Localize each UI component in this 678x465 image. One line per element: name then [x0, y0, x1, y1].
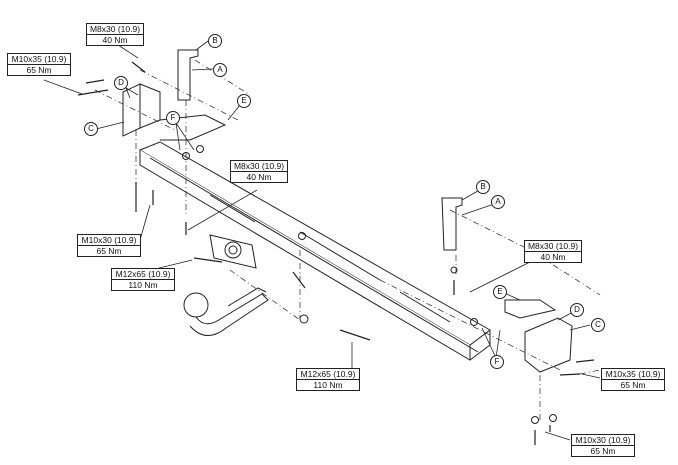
spec-m10x30-left: M10x30 (10.9) 65 Nm — [77, 234, 141, 257]
callout-b-right: B — [476, 180, 490, 194]
callout-e-right: E — [493, 285, 507, 299]
callout-c-right: C — [591, 318, 605, 332]
assembly-guide-lines — [94, 59, 601, 420]
spec-m12-bottom: M12x65 (10.9) 110 Nm — [296, 368, 360, 391]
bolt-size: M10x35 (10.9) — [8, 54, 70, 65]
torque: 65 Nm — [590, 446, 616, 456]
crossbar — [138, 141, 491, 361]
bolt-size: M12x65 (10.9) — [297, 369, 359, 380]
spec-m8-top: M8x30 (10.9) 40 Nm — [86, 23, 144, 46]
spec-m10x35-right: M10x35 (10.9) 65 Nm — [601, 368, 665, 391]
torque: 65 Nm — [26, 65, 52, 75]
spec-m12-left: M12x65 (10.9) 110 Nm — [111, 268, 175, 291]
tow-ball — [183, 287, 269, 336]
right-side-plate — [504, 299, 573, 373]
torque: 110 Nm — [128, 280, 158, 290]
callout-d-left: D — [114, 76, 128, 90]
bolt-size: M8x30 (10.9) — [525, 241, 581, 252]
spec-m10x35-left: M10x35 (10.9) 65 Nm — [7, 53, 71, 76]
torque: 65 Nm — [620, 380, 646, 390]
bolt-size: M10x35 (10.9) — [602, 369, 664, 380]
spec-m10x30-right: M10x30 (10.9) 65 Nm — [571, 434, 635, 457]
bolt-size: M10x30 (10.9) — [572, 435, 634, 446]
callout-a-right: A — [491, 195, 505, 209]
callout-f-right: F — [490, 355, 504, 369]
callout-c-left: C — [84, 122, 98, 136]
torque: 65 Nm — [96, 246, 122, 256]
torque: 110 Nm — [313, 380, 343, 390]
torque: 40 Nm — [540, 252, 566, 262]
torque: 40 Nm — [102, 35, 128, 45]
bolt-size: M8x30 (10.9) — [231, 161, 287, 172]
right-bracket — [441, 197, 463, 251]
callout-a-top: A — [213, 63, 227, 77]
socket-plate — [209, 234, 257, 269]
spec-m8-mid: M8x30 (10.9) 40 Nm — [230, 160, 288, 183]
callout-b-top: B — [208, 34, 222, 48]
callout-e-left: E — [237, 94, 251, 108]
callout-f-left: F — [166, 111, 180, 125]
bolt-size: M10x30 (10.9) — [78, 235, 140, 246]
bolt-size: M8x30 (10.9) — [87, 24, 143, 35]
nuts — [182, 145, 557, 424]
top-bracket — [177, 49, 199, 101]
callout-d-right: D — [570, 303, 584, 317]
spec-m8-right: M8x30 (10.9) 40 Nm — [524, 240, 582, 263]
spec-leader-lines — [43, 42, 601, 441]
bolt-size: M12x65 (10.9) — [112, 269, 174, 280]
torque: 40 Nm — [246, 172, 272, 182]
left-bracket — [122, 83, 227, 141]
bolts — [77, 61, 595, 445]
